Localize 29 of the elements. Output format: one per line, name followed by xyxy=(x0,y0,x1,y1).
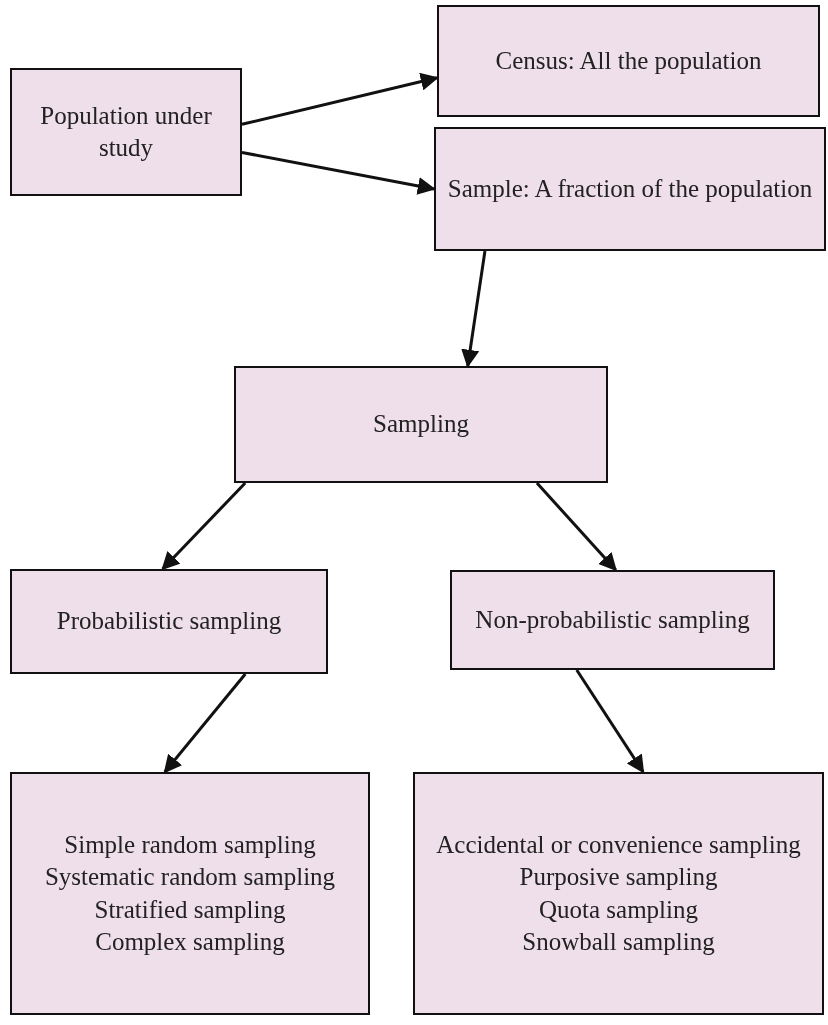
box-label: Probabilistic sampling xyxy=(56,606,282,637)
process-box xyxy=(413,772,824,1015)
process-box xyxy=(10,68,242,196)
box-label: Population under study xyxy=(39,100,213,163)
process-box xyxy=(434,127,826,251)
box-label: Accidental or convenience sampling xyxy=(436,829,801,860)
arrow xyxy=(163,673,247,774)
box-label: Non-probabilistic sampling xyxy=(475,604,750,635)
process-box xyxy=(437,5,820,117)
box-label: Complex sampling xyxy=(95,927,285,957)
box-label: Census: All the population xyxy=(495,45,762,76)
box-label: Stratified sampling xyxy=(94,894,286,925)
arrow xyxy=(161,481,247,571)
box-label: Simple random sampling xyxy=(64,829,316,860)
box-label: Purposive sampling xyxy=(519,862,718,892)
arrow xyxy=(535,482,617,572)
box-label: Systematic random sampling xyxy=(44,862,336,892)
box-label: Sample: A fraction of the population xyxy=(447,173,813,204)
process-box xyxy=(234,366,608,483)
arrow xyxy=(575,669,645,774)
box-label: Sampling xyxy=(373,409,469,440)
arrow xyxy=(461,250,487,368)
arrow xyxy=(241,151,436,195)
process-box xyxy=(10,772,370,1015)
box-label: Snowball sampling xyxy=(522,927,715,957)
box-label: Quota sampling xyxy=(539,894,698,925)
process-box xyxy=(450,570,775,670)
process-box xyxy=(10,569,328,674)
arrow xyxy=(241,72,439,126)
